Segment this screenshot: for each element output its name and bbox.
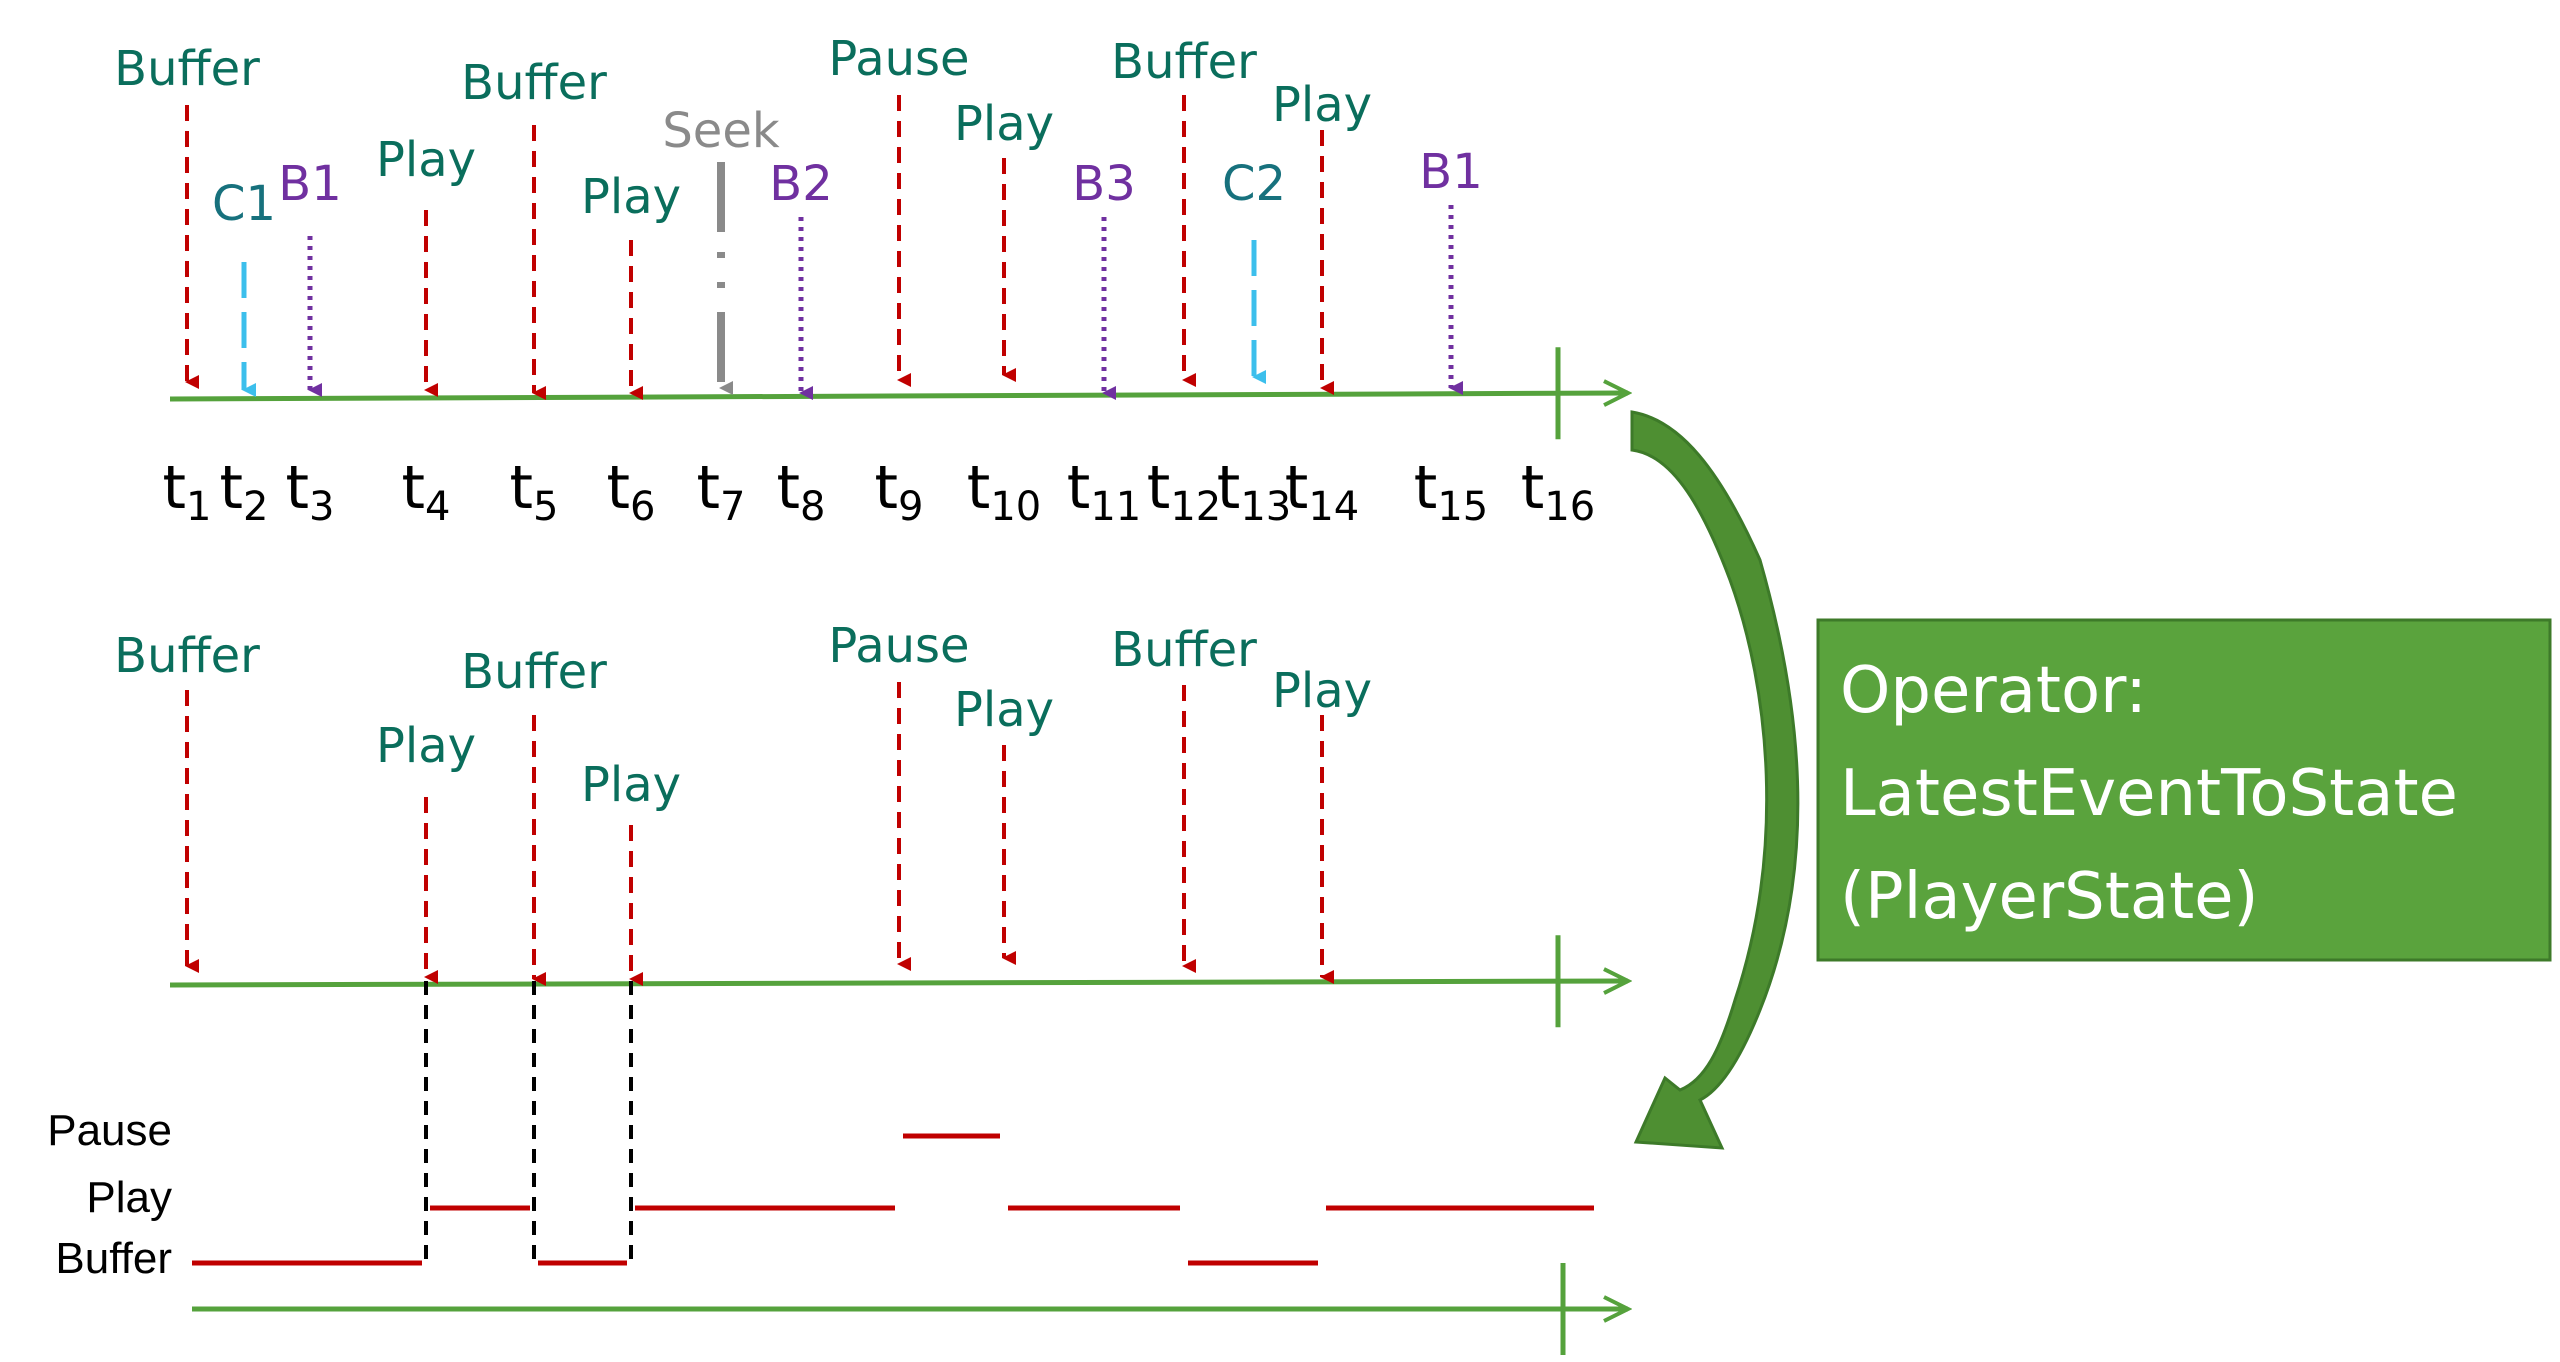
input-event-label-13: C2	[1222, 156, 1286, 212]
time-label-16: t16	[1521, 453, 1595, 530]
filtered-event-label-7: Buffer	[1111, 622, 1257, 678]
input-event-label-5: Buffer	[461, 55, 607, 111]
transform-curve-arrow	[1630, 410, 1800, 1150]
state-level-label-play: Play	[86, 1173, 172, 1222]
operator-name: LatestEventToState	[1840, 757, 2458, 831]
operator-box: Operator: LatestEventToState (PlayerStat…	[1816, 618, 2552, 962]
time-label-8: t8	[777, 453, 826, 530]
filtered-event-label-3: Buffer	[461, 644, 607, 700]
time-label-2: t2	[220, 453, 269, 530]
time-label-6: t6	[607, 453, 656, 530]
time-label-12: t12	[1147, 453, 1221, 530]
input-event-label-14: Play	[1272, 77, 1372, 133]
operator-box-background	[1816, 618, 2552, 962]
filtered-event-label-6: Play	[954, 682, 1054, 738]
operator-title: Operator:	[1840, 654, 2147, 728]
time-label-7: t7	[697, 453, 746, 530]
time-label-10: t10	[967, 453, 1041, 530]
input-event-label-3: B1	[278, 156, 341, 212]
time-label-1: t1	[163, 453, 212, 530]
filtered-event-label-5: Pause	[828, 618, 969, 674]
time-label-3: t3	[286, 453, 335, 530]
state-level-label-buffer: Buffer	[55, 1234, 172, 1283]
input-event-label-9: Pause	[828, 31, 969, 87]
operator-argument: (PlayerState)	[1840, 860, 2259, 934]
input-event-label-11: B3	[1072, 156, 1135, 212]
input-event-label-7: Seek	[662, 103, 780, 159]
time-label-15: t15	[1414, 453, 1488, 530]
time-label-4: t4	[402, 453, 451, 530]
input-event-label-10: Play	[954, 96, 1054, 152]
filtered-event-label-4: Play	[581, 757, 681, 813]
filtered-event-label-1: Buffer	[114, 628, 260, 684]
time-axes	[169, 347, 1628, 1355]
curve-arrow-body	[1630, 410, 1800, 1150]
time-label-11: t11	[1067, 453, 1141, 530]
time-label-5: t5	[510, 453, 559, 530]
input-event-label-2: C1	[212, 176, 276, 232]
filtered-event-label-8: Play	[1272, 663, 1372, 719]
input-event-label-1: Buffer	[114, 41, 260, 97]
state-level-label-pause: Pause	[47, 1106, 172, 1155]
top-axis	[169, 393, 1628, 399]
time-label-14: t14	[1285, 453, 1359, 530]
input-event-label-6: Play	[581, 169, 681, 225]
time-label-9: t9	[875, 453, 924, 530]
time-label-13: t13	[1217, 453, 1291, 530]
input-event-label-4: Play	[376, 132, 476, 188]
input-event-label-15: B1	[1419, 144, 1482, 200]
input-event-label-12: Buffer	[1111, 34, 1257, 90]
middle-axis	[169, 981, 1628, 985]
input-event-label-8: B2	[769, 156, 832, 212]
filtered-event-label-2: Play	[376, 718, 476, 774]
